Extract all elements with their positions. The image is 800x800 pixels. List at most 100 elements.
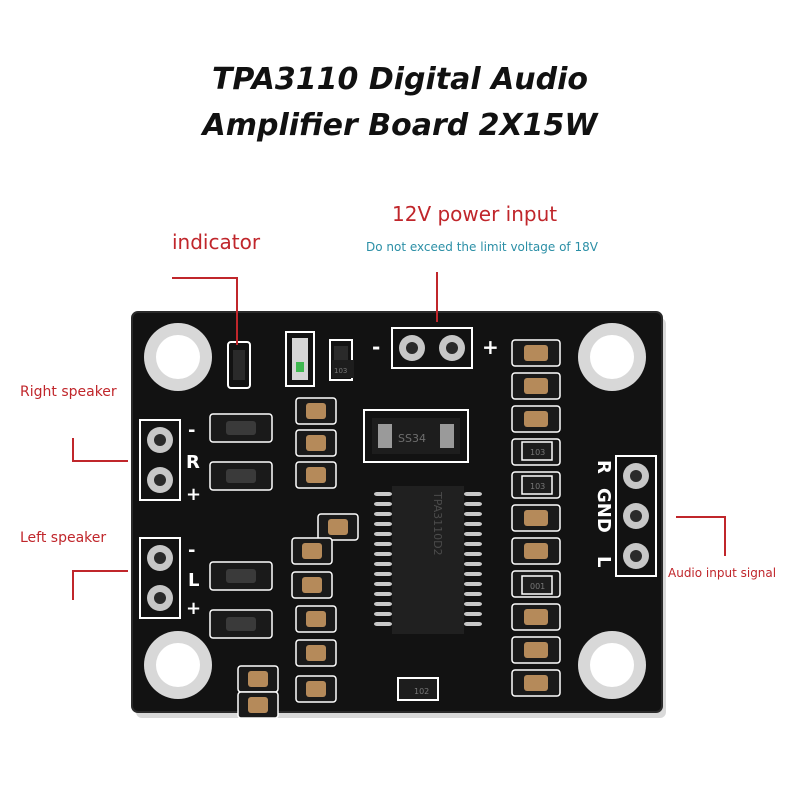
- chip-pin: [464, 622, 482, 626]
- input-l-label: L: [593, 556, 614, 567]
- capacitor-body: [248, 671, 268, 687]
- left-l-label: L: [188, 570, 199, 591]
- mounting-hole-bottom-left: [144, 631, 212, 699]
- capacitor-body: [524, 609, 548, 625]
- capacitor-body: [306, 681, 326, 697]
- chip-pin: [374, 592, 392, 596]
- right-minus-label: -: [188, 420, 195, 441]
- mounting-hole-top-left: [144, 323, 212, 391]
- chip-pin: [374, 602, 392, 606]
- marked-resistor-5: [397, 677, 439, 701]
- right-speaker-header: [139, 419, 181, 501]
- capacitor-body: [306, 645, 326, 661]
- right-components: [511, 339, 561, 697]
- power-header: [391, 327, 473, 369]
- indicator-leader-v: [236, 277, 238, 345]
- capacitor-body: [248, 697, 268, 713]
- right-speaker-label: Right speaker: [20, 384, 117, 400]
- chip-pin: [464, 552, 482, 556]
- marked-resistor-2: [521, 475, 553, 495]
- indicator-led: [285, 331, 315, 387]
- right-r-label: R: [186, 452, 200, 473]
- resistor-code-5: 102: [414, 687, 429, 696]
- resistor-body: [226, 421, 256, 435]
- capacitor-body: [524, 675, 548, 691]
- chip-pin: [464, 562, 482, 566]
- resistor-code-2: 103: [530, 482, 545, 491]
- capacitor-body: [524, 411, 548, 427]
- indicator-label: indicator: [172, 230, 261, 254]
- mounting-hole-bottom-right: [578, 631, 646, 699]
- power-minus-label: -: [372, 335, 380, 359]
- right-speaker-leader-h: [72, 460, 128, 462]
- capacitor-body: [524, 345, 548, 361]
- chip-pin: [374, 492, 392, 496]
- chip-pin: [374, 512, 392, 516]
- marked-resistor-1: [521, 441, 553, 461]
- power-leader: [436, 272, 438, 322]
- audio-input-label: Audio input signal: [668, 566, 777, 580]
- left-plus-label: +: [186, 598, 201, 619]
- resistor-code-4: 001: [530, 582, 545, 591]
- chip-pin: [464, 532, 482, 536]
- chip-pin: [374, 572, 392, 576]
- left-speaker-leader-h: [72, 570, 128, 572]
- capacitor-body: [302, 577, 322, 593]
- audio-input-header: [615, 455, 657, 577]
- input-gnd-label: GND: [593, 488, 614, 533]
- capacitor-body: [306, 435, 326, 451]
- left-speaker-header: [139, 537, 181, 619]
- marked-resistor-3: [332, 360, 354, 378]
- capacitor-body: [302, 543, 322, 559]
- chip-pin: [464, 512, 482, 516]
- chip-pin: [464, 572, 482, 576]
- regulator-marking: SS34: [398, 432, 426, 445]
- chip-pin: [374, 552, 392, 556]
- marked-resistor-4: [521, 575, 553, 595]
- chip-pin: [464, 592, 482, 596]
- right-speaker-leader-v: [72, 438, 74, 462]
- amplifier-ic: [392, 486, 464, 634]
- capacitor-body: [306, 467, 326, 483]
- chip-pin: [464, 492, 482, 496]
- chip-pin: [464, 612, 482, 616]
- left-speaker-leader-v: [72, 570, 74, 600]
- left-minus-label: -: [188, 540, 195, 561]
- regulator-chip: [363, 409, 469, 463]
- product-title-line-2: Amplifier Board 2X15W: [202, 108, 598, 143]
- resistor-body: [226, 569, 256, 583]
- chip-pin: [374, 502, 392, 506]
- left-components: [209, 397, 359, 719]
- chip-pin: [374, 522, 392, 526]
- left-speaker-label: Left speaker: [20, 530, 107, 546]
- resistor-body: [226, 469, 256, 483]
- power-voltage-note: Do not exceed the limit voltage of 18V: [366, 240, 598, 254]
- chip-marking: TPA3110D2: [431, 491, 444, 556]
- chip-pin: [374, 562, 392, 566]
- chip-pin: [464, 602, 482, 606]
- chip-pin: [374, 622, 392, 626]
- chip-pin: [464, 522, 482, 526]
- audio-input-leader-h: [676, 516, 726, 518]
- mounting-hole-top-right: [578, 323, 646, 391]
- resistor-code-3: 103: [334, 367, 347, 375]
- chip-pin: [464, 502, 482, 506]
- indicator-leader-h: [172, 277, 238, 279]
- capacitor-body: [524, 378, 548, 394]
- indicator-resistor: [227, 341, 251, 389]
- capacitor-body: [524, 510, 548, 526]
- capacitor-body: [524, 642, 548, 658]
- input-r-label: R: [593, 460, 614, 474]
- chip-pin: [464, 542, 482, 546]
- power-plus-label: +: [482, 335, 499, 359]
- chip-pin: [374, 542, 392, 546]
- chip-pin: [374, 532, 392, 536]
- audio-input-leader-v: [724, 516, 726, 556]
- chip-pin: [374, 612, 392, 616]
- capacitor-body: [306, 403, 326, 419]
- power-input-label: 12V power input: [392, 202, 558, 226]
- capacitor-body: [524, 543, 548, 559]
- right-plus-label: +: [186, 484, 201, 505]
- capacitor-body: [306, 611, 326, 627]
